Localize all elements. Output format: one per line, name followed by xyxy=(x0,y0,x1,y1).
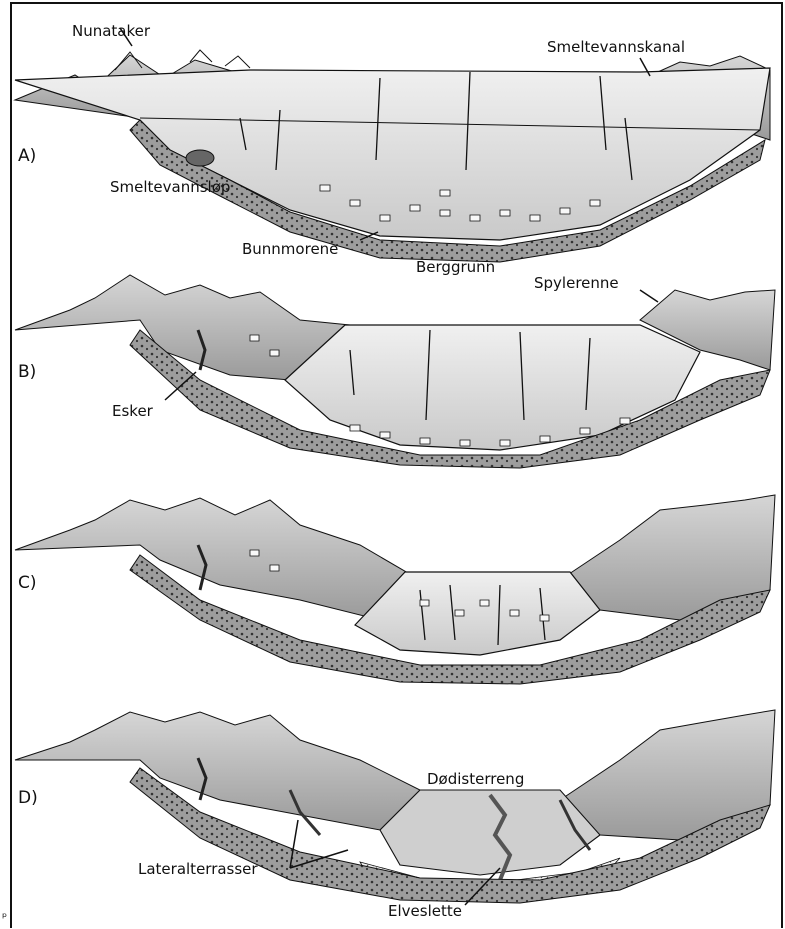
label-smeltevannslop: Smeltevannsløp xyxy=(110,178,230,196)
panel-b-lead-spylerenne xyxy=(640,290,658,302)
panel-d-landscape xyxy=(15,710,775,905)
panel-a-landscape xyxy=(15,28,770,262)
panel-c-valley-side-left xyxy=(15,498,420,620)
panel-b-letter: B) xyxy=(18,362,36,382)
panel-d-dead-ice-terrain xyxy=(380,790,600,875)
panel-d-letter: D) xyxy=(18,788,38,808)
label-dodisterreng: Dødisterreng xyxy=(427,770,524,788)
label-berggrunn: Berggrunn xyxy=(416,258,495,276)
label-esker: Esker xyxy=(112,402,153,420)
label-smeltevannskanal: Smeltevannskanal xyxy=(547,38,685,56)
label-bunnmorene: Bunnmorene xyxy=(242,240,338,258)
panel-c-landscape xyxy=(15,495,775,684)
stray-mark: ᵖ xyxy=(2,908,7,926)
label-nunataker: Nunataker xyxy=(72,22,150,40)
label-elveslette: Elveslette xyxy=(388,902,462,920)
panel-b-landscape xyxy=(15,275,775,468)
label-spylerenne: Spylerenne xyxy=(534,274,619,292)
panel-d-valley-side-left xyxy=(15,712,420,830)
panel-a-meltwater-tunnel xyxy=(186,150,214,166)
label-lateralterrasser: Lateralterrasser xyxy=(138,860,258,878)
panel-a-letter: A) xyxy=(18,146,36,166)
panel-c-letter: C) xyxy=(18,573,37,593)
